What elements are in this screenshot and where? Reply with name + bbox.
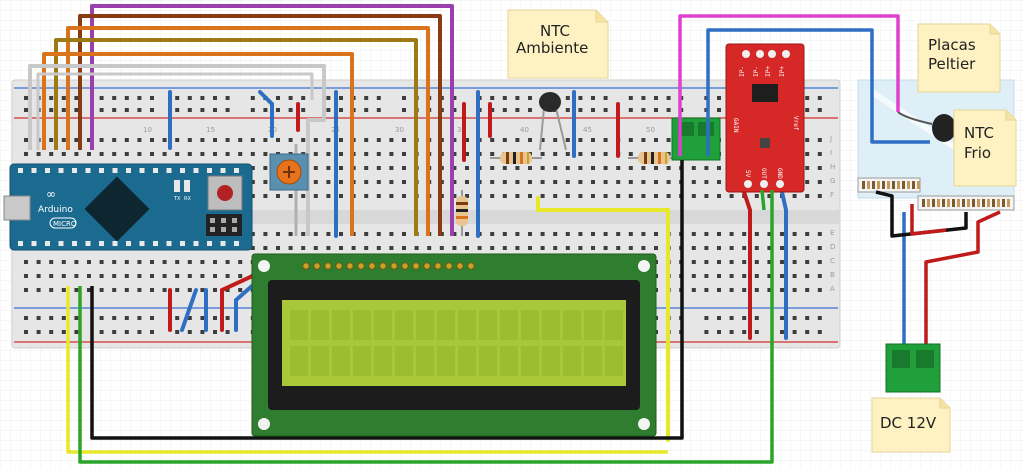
usb-connector: [3, 195, 31, 221]
pin-label-ip-2: IP-: [753, 66, 760, 77]
vref-label: Vref: [792, 116, 799, 131]
colnum-35: 35: [457, 126, 466, 134]
note-ntc-ambiente-line1: NTC: [540, 22, 570, 40]
colnum-15: 15: [206, 126, 215, 134]
wire-black: [90, 160, 684, 440]
current-sensor-board: IP- IP- IP+ IP+ GAIN Vref 5V OUT GND: [725, 43, 805, 193]
colnum-30: 30: [395, 126, 404, 134]
note-ntc-frio: NTC Frio: [953, 109, 1017, 187]
colnum-50: 50: [646, 126, 655, 134]
wire-brown: [78, 14, 442, 236]
note-peltier-line2: Peltier: [928, 55, 976, 73]
note-ntc-frio-line2: Frio: [964, 144, 991, 162]
arduino-pin-headers: [18, 168, 239, 246]
arduino-brand-label: Arduino: [38, 205, 73, 215]
svg-text:H: H: [830, 163, 835, 171]
potentiometer: [269, 153, 309, 191]
arduino-logo: ∞: [46, 187, 56, 201]
ntc-cold-thermistor: [897, 111, 956, 142]
svg-text:J: J: [829, 135, 832, 143]
wire-olive: [54, 38, 418, 236]
peltier-elements: [862, 181, 1010, 207]
wire-orange-2: [42, 52, 354, 236]
breadboard-row-letters: J I H G F E D C B A: [829, 135, 835, 293]
reset-button-cap: [217, 185, 233, 201]
resistor-ntc-ambient: [490, 152, 542, 164]
resistors: [456, 152, 680, 236]
svg-text:D: D: [830, 243, 835, 251]
wire-red-power: [924, 210, 1001, 344]
svg-text:G: G: [830, 177, 835, 185]
wire-blue-peltier: [706, 28, 930, 156]
svg-text:A: A: [830, 285, 835, 293]
svg-text:C: C: [830, 257, 835, 265]
microcontroller-chip: [84, 176, 150, 242]
gain-label: GAIN: [732, 118, 739, 133]
note-ntc-frio-line1: NTC: [964, 124, 994, 142]
ntc-ambient-thermistor: [539, 92, 567, 151]
arduino-micro: Arduino MICRO ∞ TX RX: [3, 163, 253, 251]
wire-grey-2: [36, 72, 314, 150]
wire-yellow: [66, 286, 668, 454]
colnum-45: 45: [583, 126, 592, 134]
note-dc-12v-text: DC 12V: [880, 414, 937, 432]
wire-purple: [90, 4, 454, 236]
pin-label-5v: 5V: [744, 170, 751, 178]
sensor-chip: [752, 84, 778, 102]
wire-green-2: [760, 189, 766, 211]
svg-text:B: B: [830, 271, 835, 279]
note-dc-12v: DC 12V: [871, 397, 951, 453]
lcd-character-cells: [290, 310, 623, 376]
pin-label-gnd: GND: [776, 168, 783, 179]
svg-text:E: E: [830, 229, 834, 237]
resistor-vertical: [456, 190, 468, 236]
wire-green-1: [78, 190, 774, 464]
pin-label-ip-1: IP-: [739, 66, 746, 77]
colnum-10: 10: [143, 126, 152, 134]
arduino-model-label: MICRO: [53, 220, 77, 228]
signal-wires: [66, 14, 1001, 464]
dc-power-terminal: [885, 343, 941, 393]
rx-label: RX: [184, 196, 191, 202]
note-ntc-ambiente: NTC Ambiente: [507, 9, 609, 79]
svg-text:I: I: [830, 149, 832, 157]
wire-grey-1: [28, 64, 326, 236]
pin-label-out: OUT: [760, 168, 767, 179]
resistor-sensor: [628, 152, 680, 164]
lcd-pin-header: [302, 262, 475, 270]
svg-text:F: F: [830, 191, 834, 199]
note-peltier-line1: Placas: [928, 36, 976, 54]
lcd-display: [251, 253, 657, 437]
wire-red-peltier: [910, 204, 947, 236]
top-wires: [28, 4, 454, 236]
wire-orange-1: [66, 26, 430, 236]
pin-label-ip-4: IP+: [779, 66, 786, 77]
note-ntc-ambiente-line2: Ambiente: [516, 39, 588, 57]
colnum-40: 40: [520, 126, 529, 134]
tx-label: TX: [173, 196, 181, 202]
wire-magenta: [678, 14, 900, 156]
note-placas-peltier: Placas Peltier: [917, 23, 1001, 93]
pin-label-ip-3: IP+: [765, 66, 772, 77]
wire-black-peltier: [875, 190, 968, 238]
